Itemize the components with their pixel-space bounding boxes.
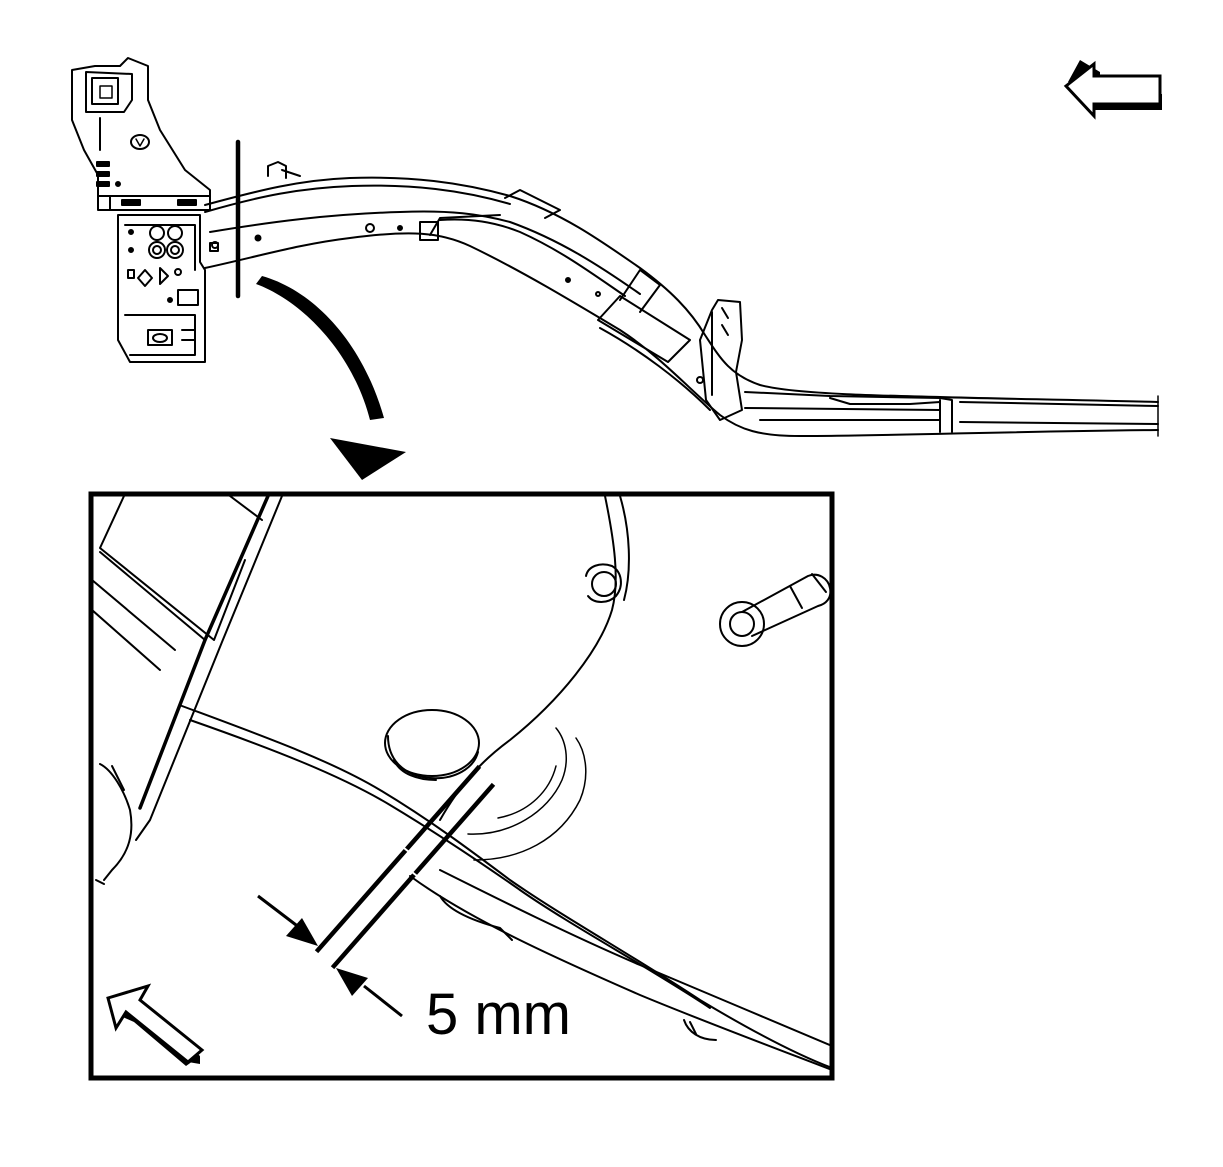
- front-bracket: [71, 57, 211, 211]
- detail-view-frame: [88, 491, 835, 1081]
- cut-lines: [314, 764, 496, 970]
- stud-bolt: [719, 573, 832, 647]
- detail-direction-arrow-icon: [106, 983, 205, 1066]
- dimension-label: 5 mm: [426, 982, 571, 1047]
- lower-box-section: [117, 214, 206, 363]
- forward-direction-arrow-icon: [1063, 60, 1162, 120]
- detail-view: 5 mm: [88, 491, 835, 1081]
- frame-rail-overview: [71, 57, 1159, 437]
- callout-curved-arrow-icon: [256, 276, 406, 480]
- main-rail: [204, 161, 1159, 437]
- dimension-arrows: [257, 894, 403, 1018]
